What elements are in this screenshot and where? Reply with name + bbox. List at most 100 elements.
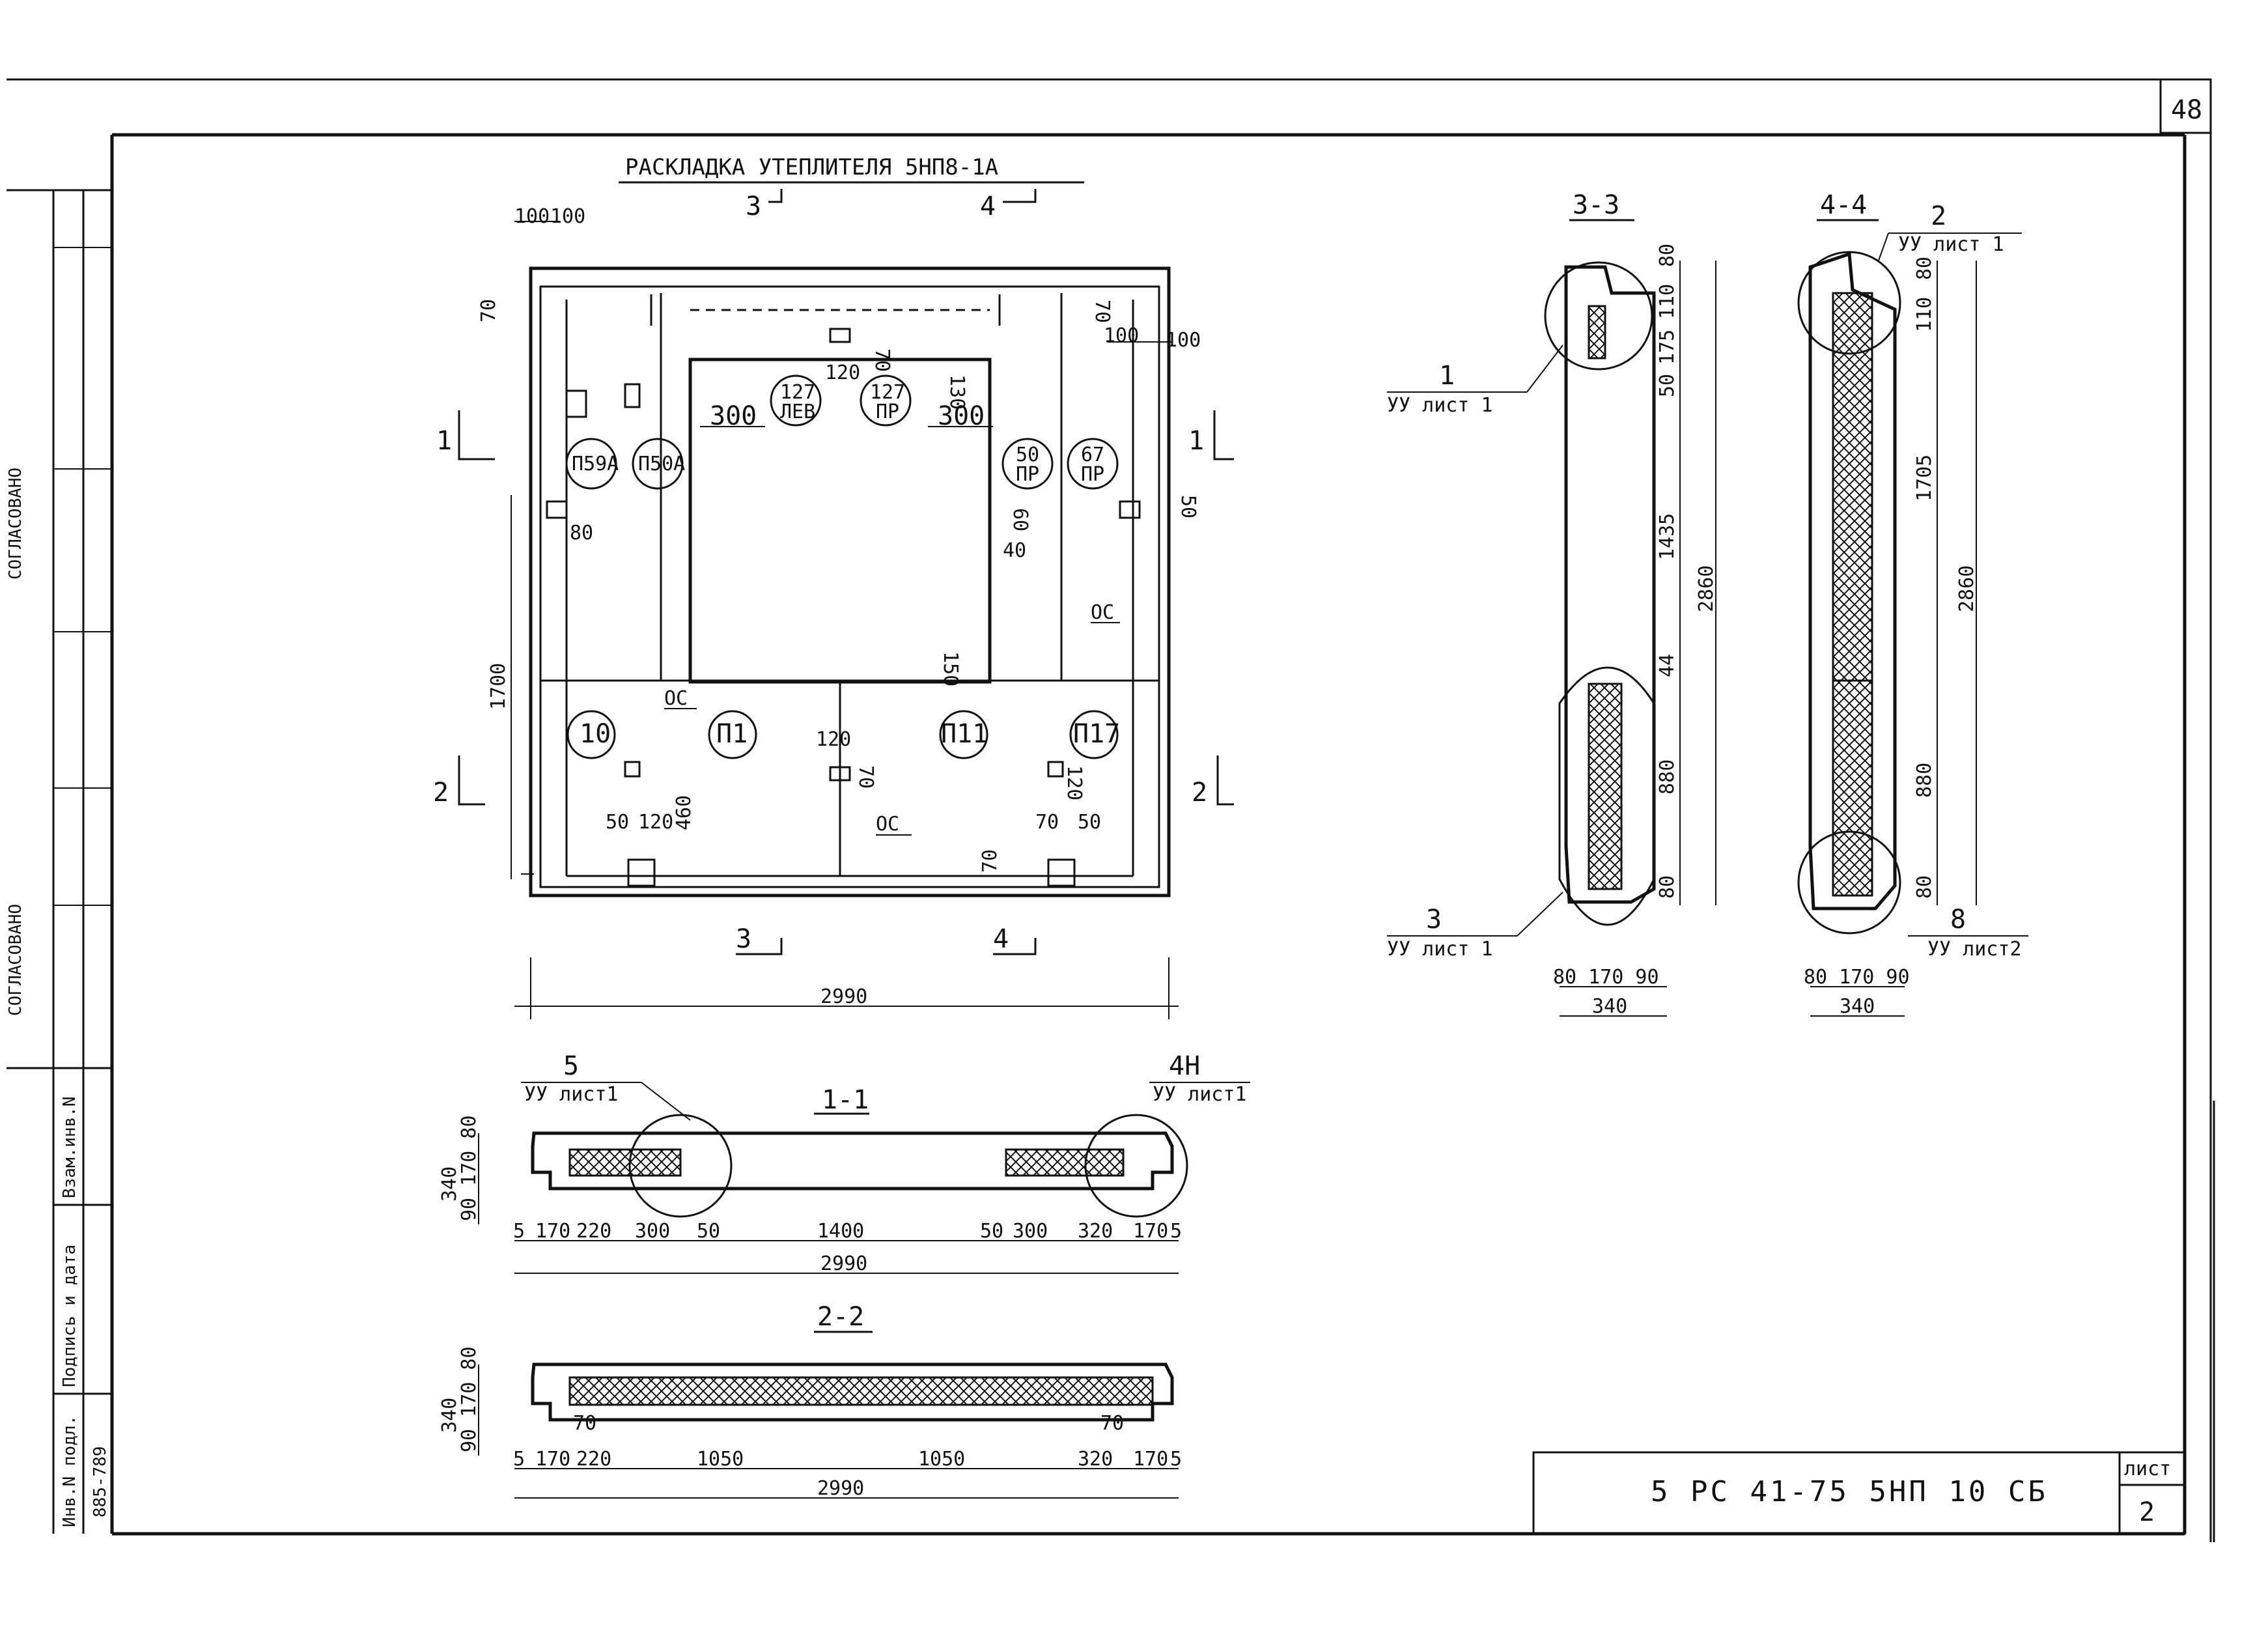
node-8-num: 8	[1950, 905, 1966, 935]
mark-4-bottom: 4	[993, 924, 1009, 954]
node-4n-num: 4Н	[1169, 1051, 1200, 1081]
panel-67pr-num: 67	[1081, 444, 1104, 466]
node-1-num: 1	[1439, 361, 1455, 391]
s11-dim-0: 5	[513, 1220, 525, 1243]
dim-70d: 70	[854, 765, 877, 789]
section-4-4	[1797, 219, 1977, 1017]
s11-dim-2: 220	[576, 1220, 611, 1243]
dim-2990-plan: 2990	[820, 985, 867, 1008]
dim-100b: 100	[550, 205, 585, 228]
s33-vdim-2: 175	[1656, 330, 1679, 365]
dim-130: 130	[945, 374, 968, 410]
node-5-ref: УУ лист1	[524, 1083, 619, 1106]
node-4n-ref: УУ лист1	[1153, 1083, 1247, 1106]
dim-50b: 50	[606, 811, 629, 834]
s33-vdim-4: 1435	[1656, 513, 1679, 560]
sheet-label: лист	[2124, 1458, 2171, 1480]
section-2-2-hparts: 90 170 80	[458, 1346, 481, 1452]
panel-50pr-num: 50	[1016, 444, 1039, 466]
label-os-2: ОС	[1091, 601, 1114, 624]
mark-2-left: 2	[433, 778, 449, 808]
mark-1-right: 1	[1188, 426, 1204, 456]
section-1-1-dim-chain: 5 170 220 300 50 1400 50 300 320 170 5	[513, 1220, 1182, 1243]
section-2-2-total: 2990	[817, 1477, 864, 1500]
s11-dim-8: 320	[1078, 1220, 1113, 1243]
section-2-2-dim-chain: 5 170 220 1050 1050 320 170 5	[513, 1448, 1182, 1471]
sheet-number: 2	[2139, 1497, 2155, 1527]
side-agreed-bottom: СОГЛАСОВАНО	[6, 904, 25, 1016]
dim-80: 80	[570, 522, 593, 544]
side-signature-date: Подпись и дата	[60, 1245, 79, 1387]
mark-3-bottom: 3	[736, 924, 751, 954]
mark-4-top: 4	[980, 191, 996, 221]
panel-p11: П11	[941, 719, 988, 749]
sheet-frame	[7, 78, 2215, 1542]
s44-hparts: 80 170 90	[1804, 966, 1910, 989]
s22-dim-4: 1050	[918, 1448, 965, 1471]
section-1-1-height: 340	[438, 1166, 461, 1202]
dim-120c: 120	[1063, 765, 1085, 800]
page-corner-number: 48	[2171, 95, 2202, 125]
s33-hparts: 80 170 90	[1553, 966, 1659, 989]
s11-dim-1: 170	[535, 1220, 570, 1243]
title-block	[1532, 1451, 2186, 1535]
side-stamp	[7, 189, 112, 1534]
node-1-ref: УУ лист 1	[1387, 394, 1493, 417]
stamp-code: 5 РС 41-75 5НП 10 СБ	[1651, 1475, 2048, 1508]
s11-dim-3: 300	[635, 1220, 670, 1243]
panel-127lev-sub: ЛЕВ	[780, 401, 815, 423]
side-replace-inv: Взам.инв.N	[60, 1096, 79, 1198]
dim-70e: 70	[1035, 811, 1059, 834]
label-os-1: ОС	[664, 687, 688, 710]
s33-vtotal: 2860	[1695, 565, 1718, 612]
dim-100a: 100	[514, 205, 550, 228]
side-agreed-top: СОГЛАСОВАНО	[6, 468, 25, 580]
s33-vdim-6: 880	[1656, 759, 1679, 795]
s11-dim-5: 1400	[817, 1220, 864, 1243]
s44-vdim-1: 80	[1913, 257, 1936, 280]
panel-127lev-num: 127	[780, 381, 815, 404]
dim-100d: 100	[1166, 329, 1201, 352]
plan-view	[521, 266, 1171, 897]
side-inv-number: 885-789	[91, 1446, 110, 1517]
s11-dim-6: 50	[980, 1220, 1003, 1243]
s22-dim-1: 170	[535, 1448, 570, 1471]
dim-150: 150	[939, 651, 962, 686]
dim-50: 50	[1177, 495, 1199, 518]
panel-p59a: П59А	[572, 453, 619, 475]
panel-50pr-sub: ПР	[1016, 463, 1039, 486]
dim-40: 40	[1003, 539, 1026, 562]
dim-300b: 300	[938, 401, 985, 431]
section-2-2-height: 340	[438, 1398, 461, 1433]
panel-p50a: П50А	[638, 453, 685, 475]
dim-460: 460	[673, 795, 695, 830]
section-4-4-title: 4-4	[1820, 190, 1867, 220]
section-2-2	[478, 1331, 1179, 1499]
dim-100c: 100	[1104, 324, 1139, 347]
section-markers: 3 4 1 1 2 2 3 4	[433, 189, 1234, 955]
s44-vdim-4: 80	[1913, 875, 1936, 899]
section-1-1-hparts: 90 170 80	[458, 1115, 481, 1221]
plan-dimensions	[511, 221, 1179, 1019]
s44-vdim-0: 110	[1913, 297, 1936, 332]
dim-60: 60	[1009, 508, 1031, 531]
s22-dim-5: 320	[1078, 1448, 1113, 1471]
node-8-ref: УУ лист2	[1927, 938, 2022, 961]
section-2-2-inner-right: 70	[1100, 1412, 1124, 1435]
s44-vdim-3: 880	[1913, 763, 1936, 798]
panel-127pr-sub: ПР	[876, 401, 899, 423]
s44-vtotal: 2860	[1955, 565, 1978, 612]
s11-dim-7: 300	[1013, 1220, 1048, 1243]
section-3-3-title: 3-3	[1573, 190, 1619, 220]
panel-p17: П17	[1073, 719, 1120, 749]
panel-127pr-num: 127	[870, 381, 905, 404]
s11-dim-4: 50	[697, 1220, 720, 1243]
panel-markers	[565, 374, 1119, 759]
s33-vdim-5: 44	[1656, 654, 1679, 677]
s44-vdim-2: 1705	[1913, 455, 1936, 501]
panel-10: 10	[580, 719, 611, 749]
s22-dim-6: 170	[1133, 1448, 1168, 1471]
plan-title: РАСКЛАДКА УТЕПЛИТЕЛЯ 5НП8-1А	[625, 154, 998, 180]
panel-p1: П1	[716, 719, 748, 749]
